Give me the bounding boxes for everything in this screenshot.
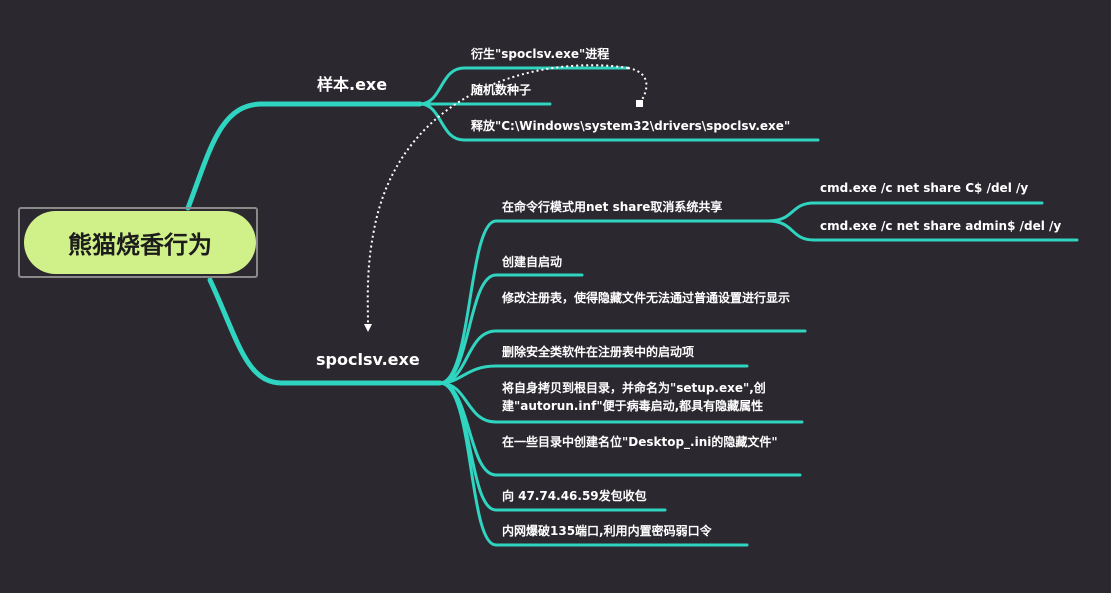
sample-child-random-seed[interactable]: 随机数种子 <box>471 81 531 99</box>
spoclsv-child-net-share-label: 在命令行模式用net share取消系统共享 <box>502 200 723 214</box>
spoclsv-child-modify-registry-label: 修改注册表，使得隐藏文件无法通过普通设置进行显示 <box>502 291 791 305</box>
root-selection-frame <box>18 207 258 278</box>
spoclsv-child-copy-self-label: 将自身拷贝到根目录，并命名为"setup.exe",创建"autorun.inf… <box>502 381 766 413</box>
spoclsv-child-port-bruteforce-label: 内网爆破135端口,利用内置密码弱口令 <box>502 524 712 538</box>
spoclsv-child-network-traffic[interactable]: 向 47.74.46.59发包收包 <box>502 487 647 505</box>
net-share-cmd-c-label: cmd.exe /c net share C$ /del /y <box>820 181 1029 195</box>
spoclsv-child-network-traffic-label: 向 47.74.46.59发包收包 <box>502 489 647 503</box>
branch-sample-exe[interactable]: 样本.exe <box>317 71 387 95</box>
relationship-dashed-line <box>366 64 648 327</box>
branch-sample-exe-label: 样本.exe <box>317 75 388 94</box>
root-topic[interactable]: 熊猫烧香行为 <box>24 211 256 274</box>
spoclsv-child-copy-self[interactable]: 将自身拷贝到根目录，并命名为"setup.exe",创建"autorun.inf… <box>502 379 802 415</box>
spoclsv-child-net-share[interactable]: 在命令行模式用net share取消系统共享 <box>502 198 722 216</box>
sample-child-spawn-process[interactable]: 衍生"spoclsv.exe"进程 <box>471 45 609 63</box>
spoclsv-child-autostart[interactable]: 创建自启动 <box>502 253 562 271</box>
sample-child-drop-file[interactable]: 释放"C:\Windows\system32\drivers\spoclsv.e… <box>471 117 790 135</box>
link-netshare-child-2 <box>766 219 1079 242</box>
net-share-cmd-admin[interactable]: cmd.exe /c net share admin$ /del /y <box>820 217 1061 235</box>
root-topic-label: 熊猫烧香行为 <box>68 231 212 259</box>
relationship-arrowhead <box>364 324 372 332</box>
spoclsv-child-autostart-label: 创建自启动 <box>502 255 563 269</box>
spoclsv-child-hidden-file-label: 在一些目录中创建名位"Desktop_.ini的隐藏文件" <box>502 435 778 449</box>
net-share-cmd-c[interactable]: cmd.exe /c net share C$ /del /y <box>820 179 1028 197</box>
sample-child-spawn-process-label: 衍生"spoclsv.exe"进程 <box>471 47 610 61</box>
link-sample-child-3 <box>418 102 820 142</box>
link-spoclsv-child-8 <box>438 381 749 547</box>
spoclsv-child-hidden-file[interactable]: 在一些目录中创建名位"Desktop_.ini的隐藏文件" <box>502 433 802 451</box>
link-root-spoclsv <box>207 277 443 386</box>
spoclsv-child-delete-security-startup-label: 删除安全类软件在注册表中的启动项 <box>502 345 695 359</box>
link-spoclsv-child-2 <box>438 273 584 385</box>
link-root-sample <box>185 101 423 211</box>
relationship-anchor-handle <box>636 100 643 107</box>
branch-spoclsv-exe[interactable]: spoclsv.exe <box>316 350 420 369</box>
net-share-cmd-admin-label: cmd.exe /c net share admin$ /del /y <box>820 219 1062 233</box>
spoclsv-child-delete-security-startup[interactable]: 删除安全类软件在注册表中的启动项 <box>502 343 694 361</box>
sample-child-random-seed-label: 随机数种子 <box>471 83 532 97</box>
branch-spoclsv-exe-label: spoclsv.exe <box>316 350 420 369</box>
sample-child-drop-file-label: 释放"C:\Windows\system32\drivers\spoclsv.e… <box>471 119 791 133</box>
spoclsv-child-modify-registry[interactable]: 修改注册表，使得隐藏文件无法通过普通设置进行显示 <box>502 289 802 307</box>
spoclsv-child-port-bruteforce[interactable]: 内网爆破135端口,利用内置密码弱口令 <box>502 522 712 540</box>
